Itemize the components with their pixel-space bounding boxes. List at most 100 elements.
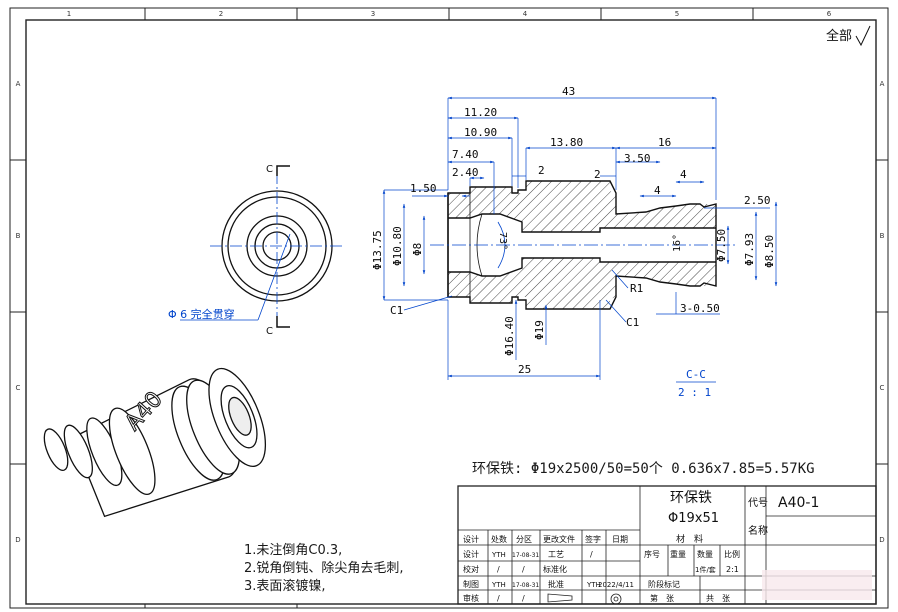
row2-c1: / [497,565,500,574]
row3-c0: 制图 [463,579,479,589]
hdr-design: 设计 [463,534,479,544]
hdr-date: 日期 [612,535,628,544]
section-dim-lines [382,96,778,380]
row1-c1: YTH [491,551,506,559]
section-letter-bottom: C [266,326,273,337]
surface-finish-mark: 全部 [826,25,871,47]
dim-25: 25 [518,363,531,376]
row3-c1: YTH [491,581,506,589]
zone-row-b-right: B [880,232,885,240]
meta-weight: 重量 [670,549,686,559]
dim-16: 16 [658,136,671,149]
name-label: 名称 [748,524,768,537]
dim-chamfer-left: C1 [390,304,403,317]
row2-c0: 校对 [463,564,479,574]
dim-phi-7-50: Φ7.50 [715,229,728,262]
zone-col-3: 3 [371,10,375,18]
note-1: 1.未注倒角C0.3, [244,543,343,558]
hole-callout: Φ 6 完全贯穿 [168,307,235,321]
sheet-number: 第 张 [650,593,674,603]
dim-phi-8-50: Φ8.50 [763,235,776,268]
dim-3-50: 3.50 [624,152,651,165]
dim-chamfer-right: C1 [626,316,639,329]
row1-c4: / [590,550,593,559]
row4-c1: / [497,594,500,603]
dim-13-80: 13.80 [550,136,583,149]
zone-row-d-left: D [15,536,20,544]
material-name: 环保铁 [670,490,712,506]
front-view-labels: C C Φ 6 完全贯穿 [168,164,273,337]
hatch-nozzle-top [616,204,716,228]
zone-col-4: 4 [523,10,528,18]
sheet-frame [9,7,889,609]
meta-qty: 数量 [697,549,713,559]
dim-2-50: 2.50 [744,194,771,207]
row3-c2: 17-08-31 [512,582,539,589]
section-dim-texts: 43 11.20 10.90 13.80 16 7.40 2.40 2 2 3.… [371,85,776,399]
zone-row-b-left: B [16,232,21,240]
projection-symbol [547,593,622,605]
dim-43: 43 [562,85,575,98]
row3-c5: 2022/4/11 [598,581,634,589]
material-column: 材 料 [676,533,703,545]
isometric-view: A40 [43,367,267,518]
hdr-count: 处数 [491,534,507,544]
zone-row-c-right: C [880,384,885,392]
title-block-texts: 环保铁 Φ19x51 代号 A40-1 名称 设计 处数 分区 更改文件 签字 … [463,490,819,603]
front-view [180,165,343,328]
code-label: 代号 [748,497,768,509]
dim-10-90: 10.90 [464,126,497,139]
hatch-top [448,181,616,232]
row2-c3: 标准化 [543,564,567,574]
row1-c2: 17-08-31 [512,552,539,559]
hatch-bottom [448,258,616,309]
meta-scale-value: 2:1 [726,565,739,574]
meta-index: 序号 [644,549,660,559]
dim-phi-10-80: Φ10.80 [391,226,404,266]
row4-c2: / [522,594,525,603]
section-letter-top: C [266,164,273,175]
zone-col-5: 5 [675,10,679,18]
zone-row-d-right: D [879,536,884,544]
iso-nozzle-ring-2 [63,424,93,479]
dim-2-b: 2 [594,168,601,181]
sheet-total: 共 张 [706,594,730,603]
section-mark-bottom [276,316,290,328]
row1-c0: 设计 [463,549,479,559]
dim-phi-7-93: Φ7.93 [743,233,756,266]
dim-2-a: 2 [538,164,545,177]
dim-phi-16-40: Φ16.40 [503,316,516,356]
note-2: 2.锐角倒钝、除尖角去毛刺, [244,561,404,576]
hdr-sign: 签字 [585,534,601,544]
section-scale: 2 : 1 [678,386,711,399]
dim-radius: R1 [630,282,643,295]
dim-2-40: 2.40 [452,166,479,179]
dim-phi-19: Φ19 [533,320,546,340]
dim-angle-73: 73° [497,232,508,250]
dim-4-a: 4 [654,184,661,197]
roughness-symbol [855,25,871,47]
zone-row-c-left: C [16,384,21,392]
part-code: A40-1 [778,495,819,511]
material-note: 环保铁: Φ19x2500/50=50个 0.636x7.85=5.57KG [472,461,815,477]
material-spec: Φ19x51 [668,511,719,526]
general-notes: 1.未注倒角C0.3, 2.锐角倒钝、除尖角去毛刺, 3.表面滚镀镍, [244,542,404,596]
stage-mark: 阶段标记 [648,579,680,589]
hatch-nozzle-bottom [616,262,716,286]
surface-finish-text: 全部 [826,28,852,44]
zone-col-1: 1 [67,10,71,18]
row3-c3: 批准 [548,579,564,589]
blurred-watermark [762,570,872,600]
section-view: 43 11.20 10.90 13.80 16 7.40 2.40 2 2 3.… [371,85,778,399]
zone-row-labels: A B C D A B C D [15,80,884,544]
dim-1-50: 1.50 [410,182,437,195]
zone-col-2: 2 [219,10,223,18]
note-3: 3.表面滚镀镍, [244,579,326,594]
iso-body-left-rim [108,407,156,495]
title-block [457,485,877,605]
hdr-zone: 分区 [516,535,532,544]
row4-c0: 审核 [463,593,479,603]
dim-phi-13-75: Φ13.75 [371,230,384,270]
hdr-change: 更改文件 [543,534,575,544]
zone-row-a-left: A [16,80,21,88]
